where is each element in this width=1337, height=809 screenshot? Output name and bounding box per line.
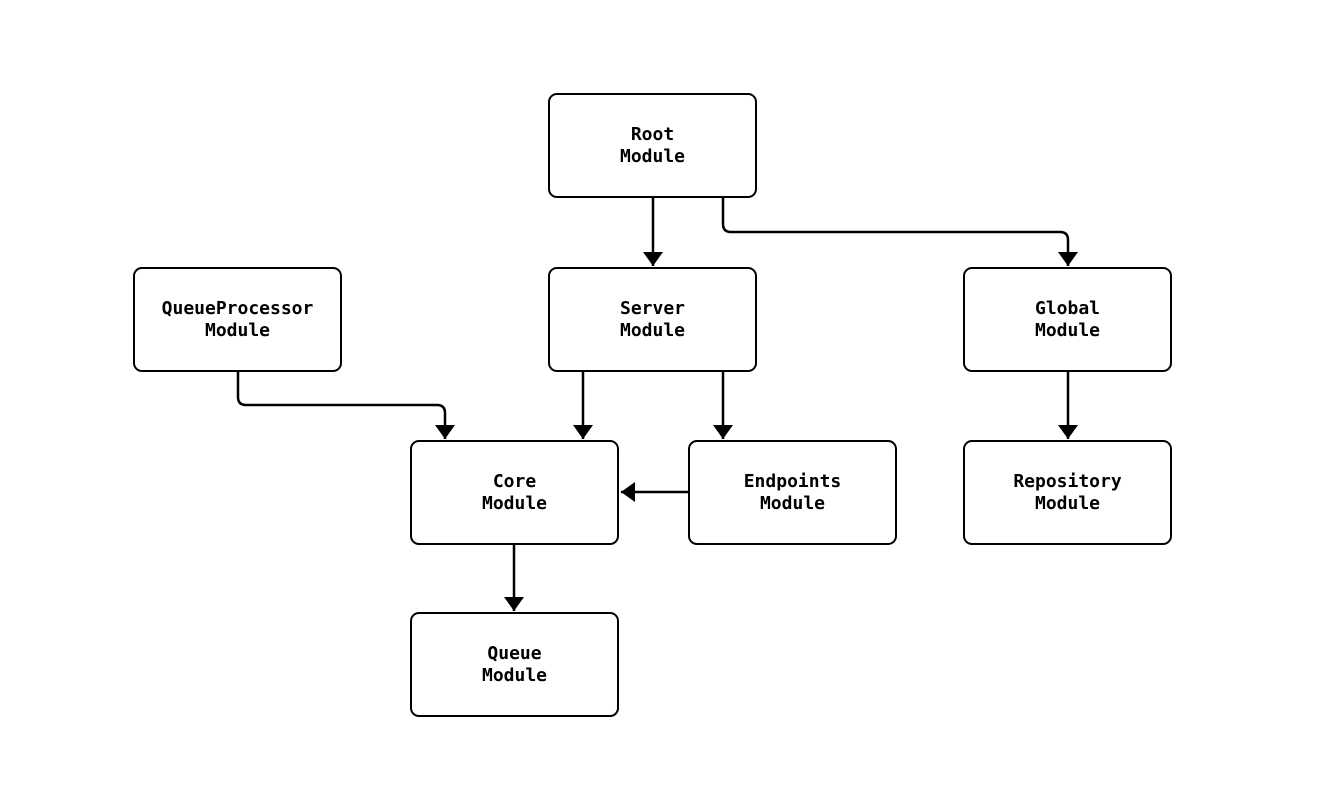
node-server-module-label: Server Module (619, 297, 686, 341)
node-endpoints-module-label: Endpoints Module (743, 470, 842, 514)
node-server-module: Server Module (548, 267, 757, 372)
node-repository-module: Repository Module (963, 440, 1172, 545)
node-core-module: Core Module (410, 440, 619, 545)
node-global-module-label: Global Module (1034, 297, 1101, 341)
node-root-module: Root Module (548, 93, 757, 198)
node-queueprocessor-module-label: QueueProcessor Module (161, 297, 314, 341)
node-core-module-label: Core Module (481, 470, 548, 514)
node-queue-module-label: Queue Module (481, 642, 548, 686)
edge-queueprocessor-to-core (236, 372, 455, 439)
node-queueprocessor-module: QueueProcessor Module (133, 267, 342, 372)
node-global-module: Global Module (963, 267, 1172, 372)
edge-root-to-global (721, 198, 1078, 266)
node-queue-module: Queue Module (410, 612, 619, 717)
node-root-module-label: Root Module (619, 123, 686, 167)
node-repository-module-label: Repository Module (1013, 470, 1122, 514)
node-endpoints-module: Endpoints Module (688, 440, 897, 545)
